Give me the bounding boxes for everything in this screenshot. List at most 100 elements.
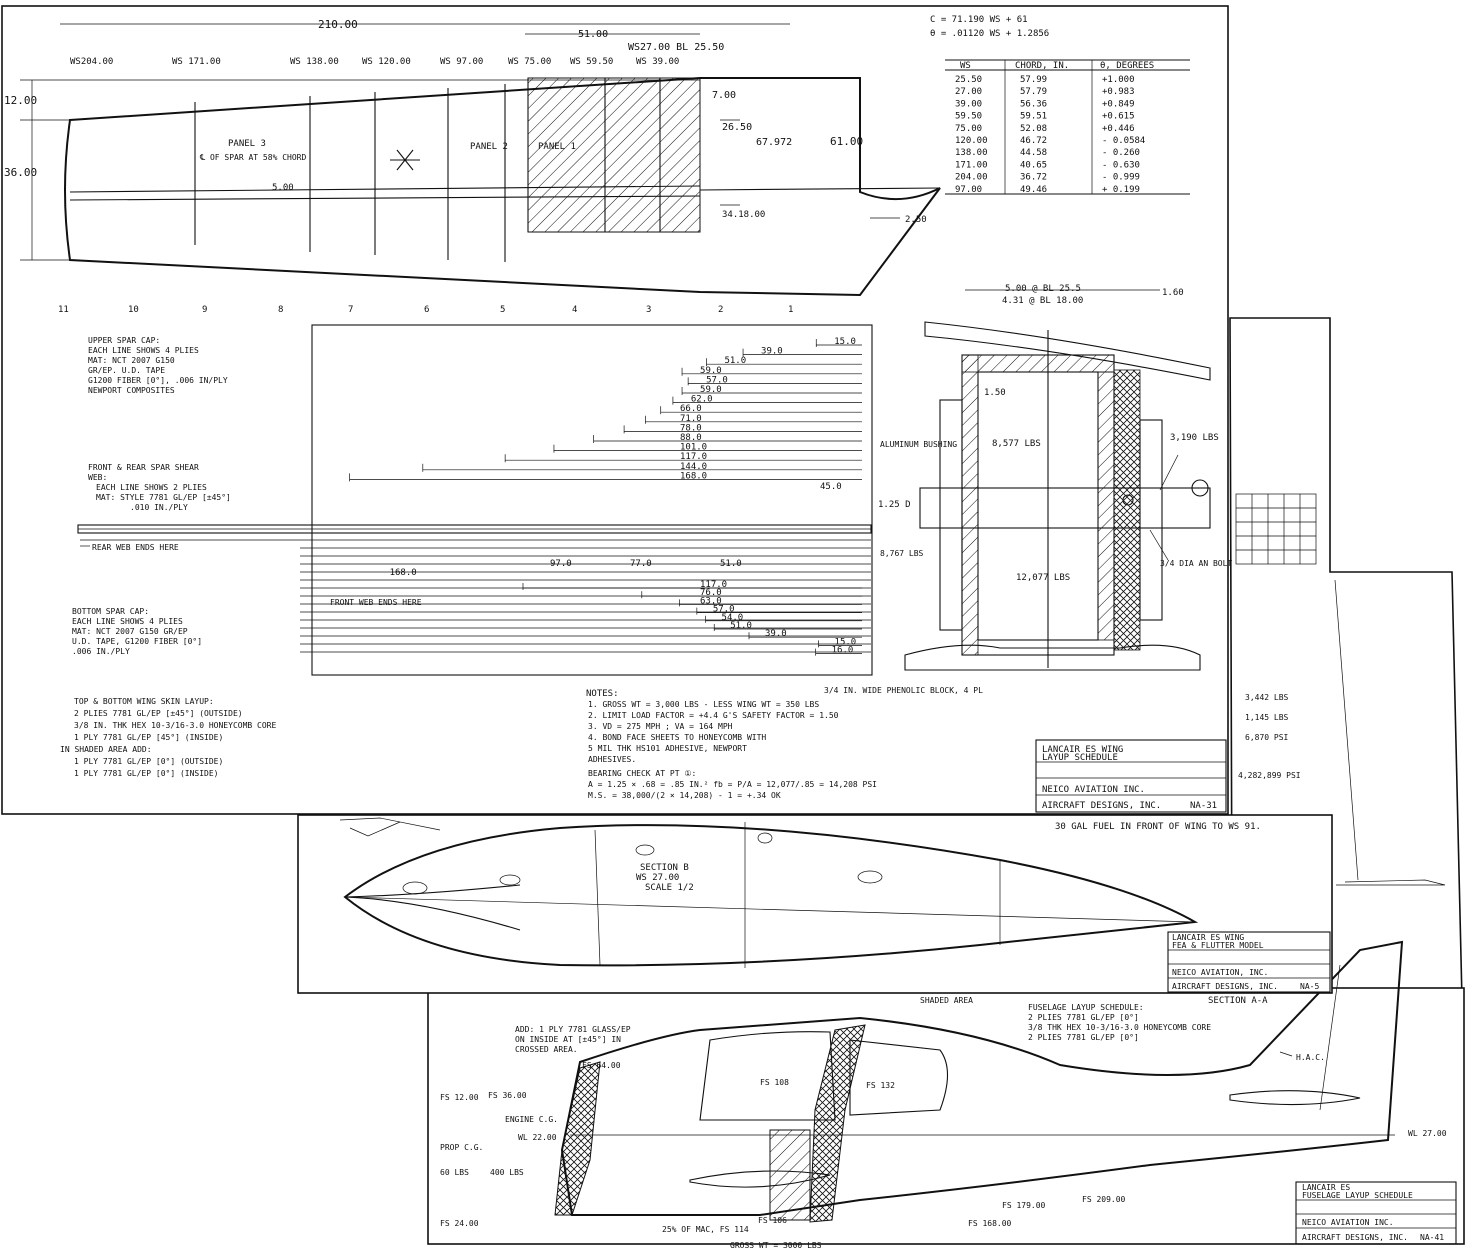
dim-12: 12.00: [4, 94, 37, 107]
rib-9: 9: [202, 305, 207, 315]
fuel-note: 30 GAL FUEL IN FRONT OF WING TO WS 91.: [1055, 822, 1261, 832]
bottom-cap-note-4: U.D. TAPE, G1200 FIBER [0°]: [72, 637, 202, 646]
note-5: 5 MIL THK HS101 ADHESIVE, NEWPORT: [588, 744, 747, 753]
mac-label: 25% OF MAC, FS 114: [662, 1225, 749, 1234]
table-cell-chord: 36.72: [1020, 173, 1047, 183]
dim-67972: 67.972: [756, 137, 792, 148]
upper-cap-note-6: NEWPORT COMPOSITES: [88, 386, 175, 395]
rib-11: 11: [58, 305, 69, 315]
tb1-title: LANCAIR ES WING: [1042, 745, 1123, 755]
upper-cap-note-3: MAT: NCT 2007 G150: [88, 356, 175, 365]
dim-ws27: WS27.00 BL 25.50: [628, 42, 724, 53]
table-cell-ws: 59.50: [955, 112, 982, 122]
add-note-1: ADD: 1 PLY 7781 GLASS/EP: [515, 1025, 631, 1034]
tb3-title: LANCAIR ES: [1302, 1183, 1350, 1192]
tb2-dwg: NA-5: [1300, 982, 1319, 991]
table-cell-theta: - 0.999: [1102, 173, 1140, 183]
rib-7: 7: [348, 305, 353, 315]
fs-12: FS 12.00: [440, 1093, 479, 1102]
rib-8: 8: [278, 305, 283, 315]
bottom-cap-length: 63.0: [700, 596, 722, 606]
table-cell-theta: +1.000: [1102, 75, 1135, 85]
wl-27: WL 27.00: [1408, 1129, 1447, 1138]
fs-64: FS 64.00: [582, 1061, 621, 1070]
upper-cap-length: 101.0: [680, 443, 707, 453]
dim-45: 45.0: [820, 482, 842, 492]
fs-209: FS 209.00: [1082, 1195, 1126, 1204]
weight-60: 60 LBS: [440, 1168, 469, 1177]
sheet4-load-4: 4,282,899 PSI: [1238, 771, 1301, 780]
upper-cap-length: 15.0: [834, 337, 856, 347]
ws-120: WS 120.00: [362, 57, 411, 67]
spar-note: ℄ OF SPAR AT 58% CHORD: [199, 153, 306, 162]
table-cell-ws: 97.00: [955, 185, 982, 195]
tb1-designer: AIRCRAFT DESIGNS, INC.: [1042, 801, 1161, 811]
sheet4-load-2: 1,145 LBS: [1245, 713, 1289, 722]
dim-7: 7.00: [712, 90, 736, 101]
table-cell-theta: - 0.260: [1102, 148, 1140, 158]
bottom-cap-length: 54.0: [722, 613, 744, 623]
ws-204: WS204.00: [70, 57, 113, 67]
title-block-2: LANCAIR ES WING FEA & FLUTTER MODEL NEIC…: [1167, 931, 1331, 993]
gross-weight: GROSS WT = 3000 LBS: [730, 1241, 822, 1250]
table-cell-theta: +0.615: [1102, 112, 1135, 122]
tb1-dwg: NA-31: [1190, 801, 1217, 811]
bottom-cap-note-1: BOTTOM SPAR CAP:: [72, 607, 149, 616]
fs-168: FS 168.00: [968, 1219, 1012, 1228]
bottom-cap-length: 51.0: [730, 621, 752, 631]
shaded-note-2: 1 PLY 7781 GL/EP [0°] (OUTSIDE): [74, 757, 223, 766]
table-cell-ws: 25.50: [955, 75, 982, 85]
upper-cap-length: 62.0: [691, 395, 713, 405]
panel-3-label: PANEL 3: [228, 139, 266, 149]
table-cell-ws: 171.00: [955, 160, 988, 170]
table-cell-chord: 59.51: [1020, 112, 1047, 122]
dim-260: 2.50: [905, 215, 927, 225]
title-block-1: LANCAIR ES WING LAYUP SCHEDULE NEICO AVI…: [1035, 739, 1227, 813]
table-cell-ws: 204.00: [955, 173, 988, 183]
detail-dim-5: 1.25 D: [878, 500, 911, 510]
fuselage-outline: [560, 940, 1404, 1216]
dim-36: 36.00: [4, 166, 37, 179]
dim-5: 5.00: [272, 183, 294, 193]
section-aa: SECTION A-A: [1208, 996, 1268, 1006]
rib-5: 5: [500, 305, 505, 315]
skin-note-2: 2 PLIES 7781 GL/EP [±45°] (OUTSIDE): [74, 709, 243, 718]
ws-138: WS 138.00: [290, 57, 339, 67]
tb2-title: LANCAIR ES WING: [1172, 933, 1244, 942]
rib-3: 3: [646, 305, 651, 315]
dim-2650: 26.50: [722, 122, 752, 133]
weight-400: 400 LBS: [490, 1168, 524, 1177]
phenolic-note: 3/4 IN. WIDE PHENOLIC BLOCK, 4 PL: [824, 686, 983, 695]
bottom-cap-note-5: .006 IN./PLY: [72, 647, 130, 656]
table-cell-theta: - 0.0584: [1102, 136, 1145, 146]
table-cell-chord: 49.46: [1020, 185, 1047, 195]
layup-note-1: FUSELAGE LAYUP SCHEDULE:: [1028, 1003, 1144, 1012]
web-length: 51.0: [720, 559, 742, 569]
engine-cg: ENGINE C.G.: [505, 1115, 558, 1124]
front-web-note: FRONT WEB ENDS HERE: [330, 598, 422, 607]
ws-171: WS 171.00: [172, 57, 221, 67]
shear-note-4: MAT: STYLE 7781 GL/EP [±45°]: [96, 493, 231, 502]
detail-load-3: 8,767 LBS: [880, 549, 924, 558]
bottom-cap-length: 39.0: [765, 629, 787, 639]
dim-51: 51.00: [578, 29, 608, 40]
section-b-scale: SCALE 1/2: [645, 883, 694, 893]
ws-39: WS 39.00: [636, 57, 679, 67]
fs-132: FS 132: [866, 1081, 895, 1090]
add-note-3: CROSSED AREA.: [515, 1045, 578, 1054]
rib-4: 4: [572, 305, 577, 315]
datum-mark: [390, 149, 420, 171]
upper-cap-length: 66.0: [680, 404, 702, 414]
sheet4-load-3: 6,870 PSI: [1245, 733, 1289, 742]
dim-3418: 34.18.00: [722, 210, 765, 220]
tb3-company: NEICO AVIATION INC.: [1302, 1218, 1394, 1227]
table-head-chord: CHORD, IN.: [1015, 61, 1069, 71]
detail-dim-4: 1.50: [984, 388, 1006, 398]
bearing-1: BEARING CHECK AT PT ①:: [588, 769, 696, 778]
bottom-cap-lines: 117.076.063.057.054.051.039.015.016.0: [522, 580, 862, 656]
rib-numbers: 11 10 9 8 7 6 5 4 3 2 1: [58, 305, 793, 315]
fs-108: FS 108: [760, 1078, 789, 1087]
